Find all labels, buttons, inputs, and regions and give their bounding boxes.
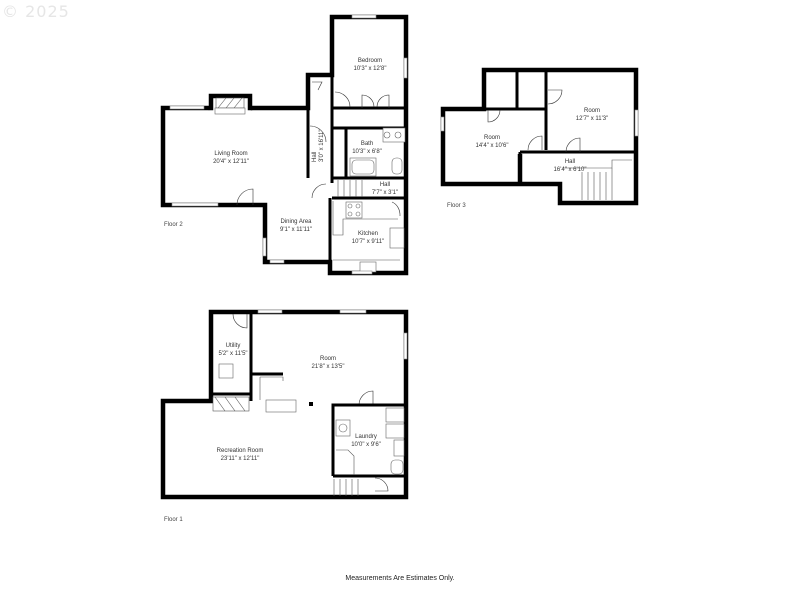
- room-name: Room: [583, 108, 600, 114]
- room-dimensions: 10'3" x 12'8": [353, 66, 387, 72]
- room-label-living-room: Living Room 20'4" x 12'11": [213, 150, 249, 166]
- room-name: Hall: [379, 182, 391, 188]
- room-dimensions: 10'7" x 9'11": [351, 239, 385, 245]
- room-label-bedroom: Bedroom 10'3" x 12'8": [354, 57, 387, 73]
- room-label-hall-vertical: Hall: [312, 152, 319, 162]
- room-name: Recreation Room: [216, 448, 264, 454]
- room-label-hall-vertical-dim: 3'0" x 16'11": [319, 130, 326, 162]
- room-name: Laundry: [355, 434, 377, 440]
- room-dimensions: 20'4" x 12'11": [213, 159, 249, 165]
- floor-2-label: Floor 2: [164, 222, 183, 228]
- room-dimensions: 10'0" x 9'6": [351, 442, 381, 448]
- room-label-hall-small: Hall 7'7" x 3'1": [372, 181, 398, 197]
- measurements-disclaimer: Measurements Are Estimates Only.: [345, 575, 455, 582]
- floor-1-label: Floor 1: [164, 517, 183, 523]
- room-label-hall: Hall 16'4" x 6'10": [554, 158, 587, 174]
- room-dimensions: 7'7" x 3'1": [371, 190, 399, 196]
- room-name: Kitchen: [357, 231, 378, 237]
- room-label-utility: Utility 5'2" x 11'5": [218, 342, 247, 358]
- room-label-recreation-room: Recreation Room 23'11" x 12'11": [217, 447, 264, 463]
- copyright-watermark: © 2025: [2, 2, 70, 21]
- floor3-plan: [440, 67, 639, 206]
- room-label-bath: Bath 10'3" x 6'8": [352, 140, 382, 156]
- room-label-laundry: Laundry 10'0" x 9'6": [351, 433, 381, 449]
- room-dimensions: 23'11" x 12'11": [220, 456, 260, 462]
- room-name: Dining Area: [280, 219, 312, 225]
- room-dimensions: 12'7" x 11'3": [575, 116, 609, 122]
- room-label-dining-area: Dining Area 9'1" x 11'11": [280, 218, 312, 234]
- floor2-plan: [160, 14, 409, 276]
- room-name: Hall: [564, 159, 576, 165]
- room-dimensions: 21'8" x 13'5": [311, 364, 345, 370]
- room-dimensions: 16'4" x 6'10": [553, 167, 587, 173]
- floor1-plan: [160, 309, 409, 500]
- room-name: Bedroom: [357, 58, 383, 64]
- room-dimensions: 3'0" x 16'11": [319, 129, 325, 162]
- room-label-kitchen: Kitchen 10'7" x 9'11": [352, 230, 384, 246]
- room-name: Bath: [360, 141, 374, 147]
- room-dimensions: 9'1" x 11'11": [279, 227, 313, 233]
- room-dimensions: 5'2" x 11'5": [218, 351, 248, 357]
- floor-3-label: Floor 3: [447, 203, 466, 209]
- room-name: Room: [319, 356, 336, 362]
- room-name: Utility: [225, 343, 241, 349]
- room-name: Room: [483, 135, 500, 141]
- room-label-room: Room 21'8" x 13'5": [312, 355, 345, 371]
- room-dimensions: 10'3" x 6'8": [352, 149, 382, 155]
- room-name: Hall: [312, 151, 318, 162]
- room-dimensions: 14'4" x 10'6": [475, 143, 509, 149]
- room-label-room-right: Room 12'7" x 11'3": [576, 107, 608, 123]
- room-name: Living Room: [214, 151, 248, 157]
- room-label-room-left: Room 14'4" x 10'6": [476, 134, 509, 150]
